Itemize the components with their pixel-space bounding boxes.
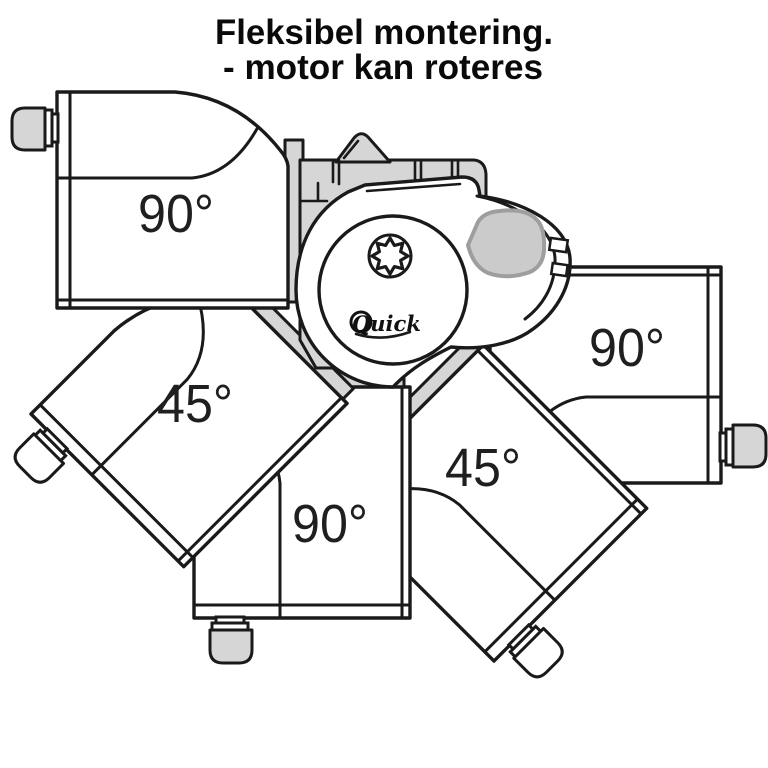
bracket-peak-seam <box>342 139 360 160</box>
angle-label-top-left: 90° <box>138 184 214 244</box>
title-line-2: - motor kan roteres <box>223 48 543 87</box>
gearbox-notch <box>547 236 570 254</box>
gearbox-tab-seam <box>365 182 462 193</box>
star-socket-icon <box>370 236 410 276</box>
gearbox-housing: Quick <box>294 175 572 389</box>
brand-logo: Quick <box>349 310 421 339</box>
gearbox-rim-seam <box>475 194 557 321</box>
drive-socket-ring <box>367 233 413 279</box>
gearbox-highlight-pad <box>466 208 547 279</box>
bracket-step-lines <box>300 181 329 203</box>
angle-label-lower-right: 45° <box>445 438 521 498</box>
gearbox-notch <box>549 261 570 278</box>
brand-logo-swash <box>354 330 412 339</box>
mounting-bracket-peak <box>334 132 392 164</box>
angle-label-bottom: 90° <box>292 494 368 554</box>
angle-label-right: 90° <box>589 318 665 378</box>
diagram-title: Fleksibel montering. - motor kan roteres <box>215 13 553 87</box>
gear-cover-circle <box>317 214 469 366</box>
brand-logo-ring-icon <box>349 310 373 334</box>
bracket-ribs <box>331 158 460 192</box>
title-line-1: Fleksibel montering. <box>215 13 553 52</box>
angle-label-lower-left: 45° <box>157 374 233 434</box>
